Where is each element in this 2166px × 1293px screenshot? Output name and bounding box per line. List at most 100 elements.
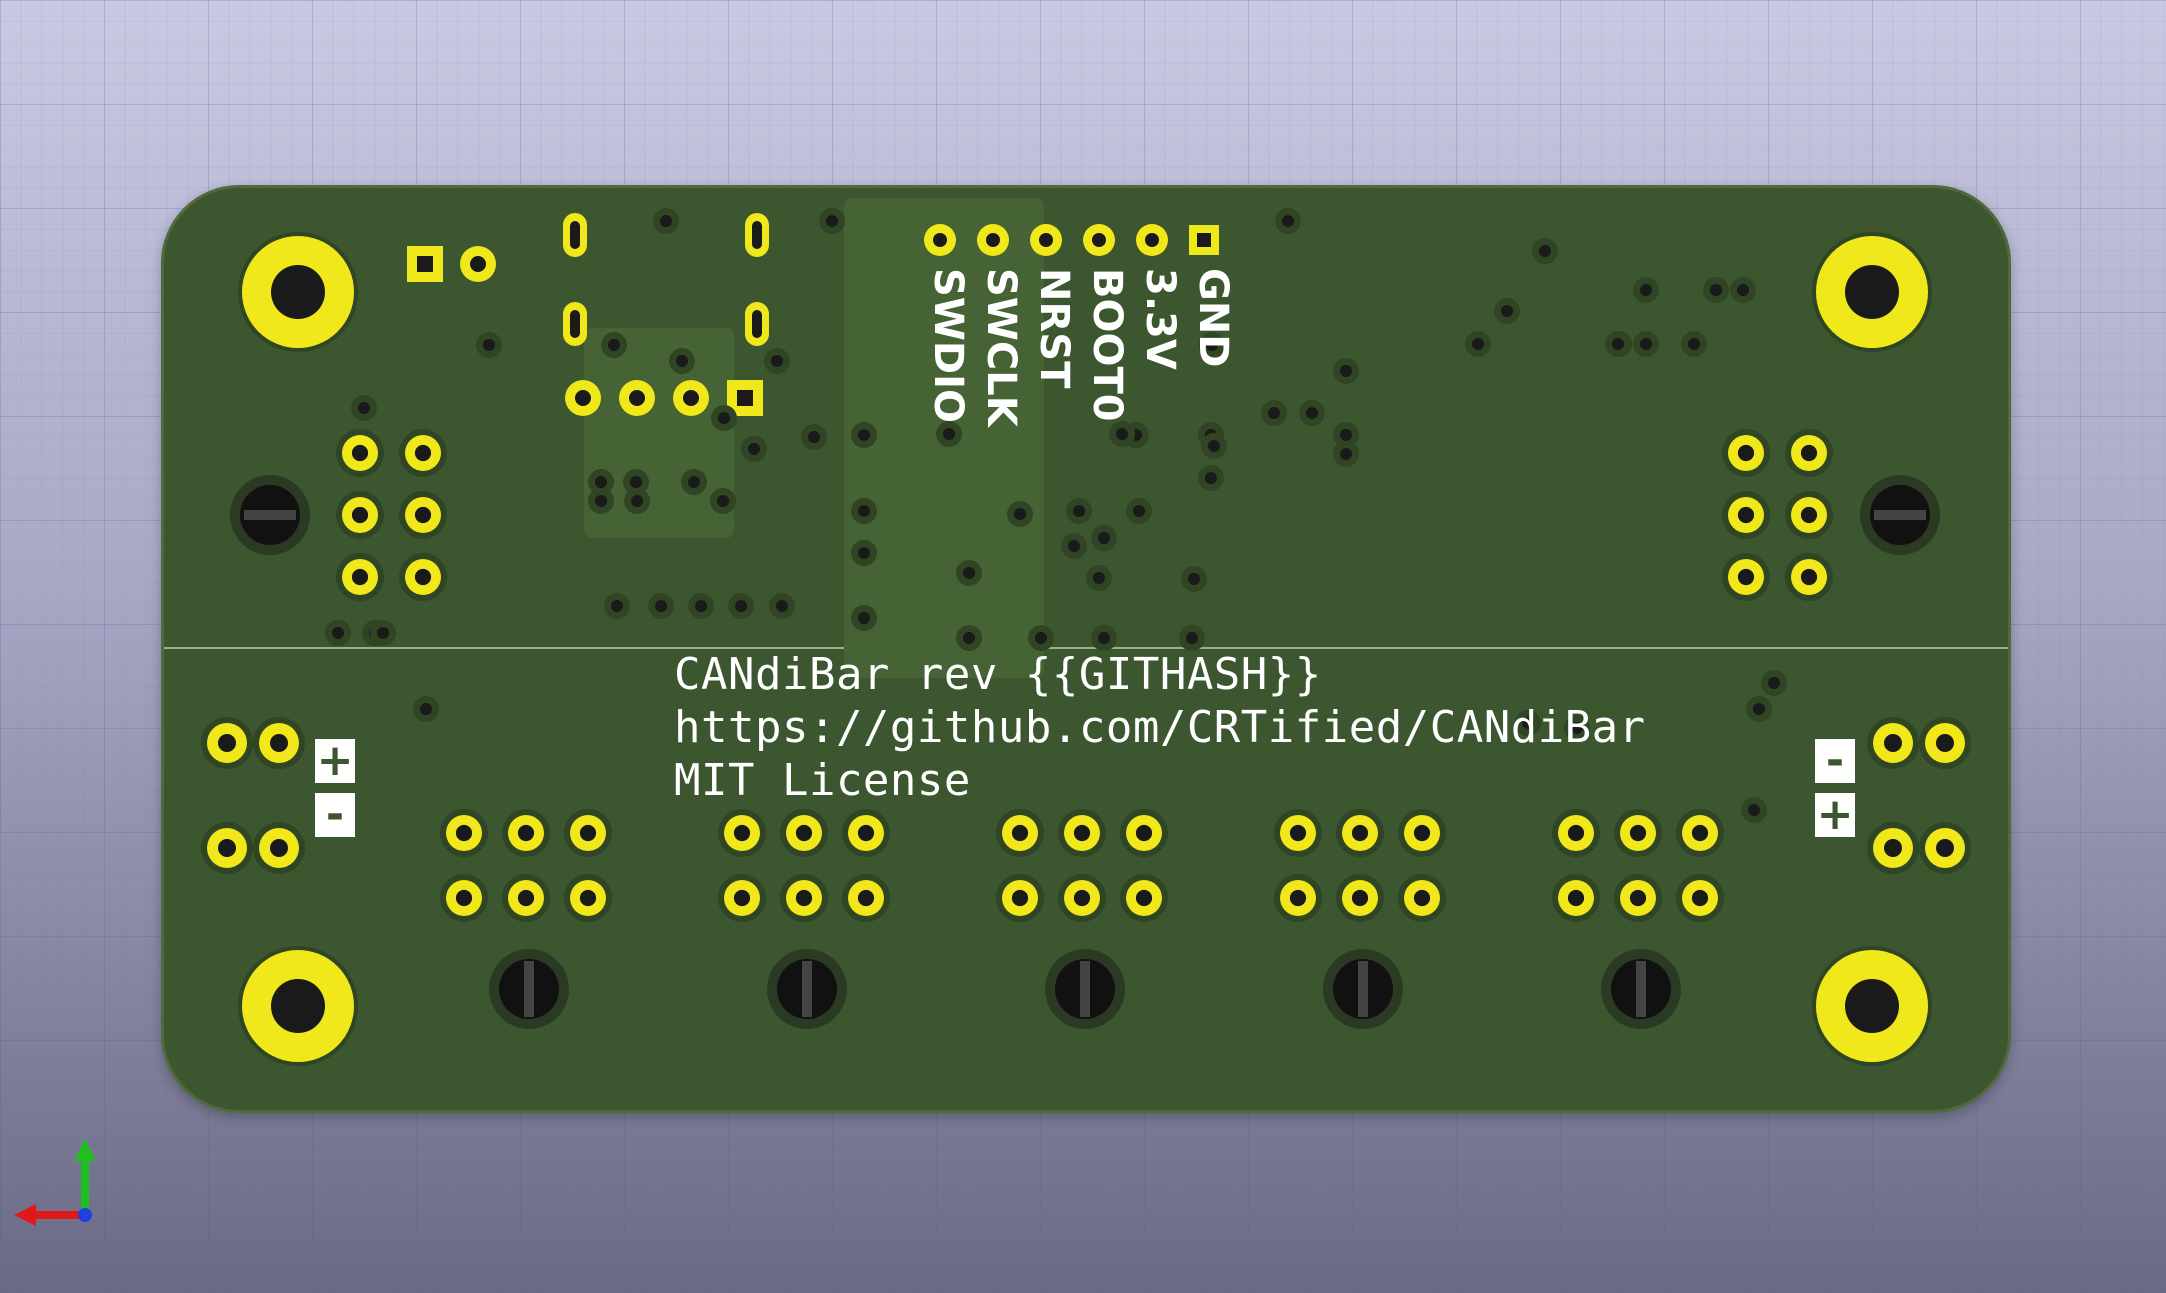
via xyxy=(1091,625,1117,651)
pad xyxy=(440,874,488,922)
polarity-plus-right: + xyxy=(1815,789,1855,840)
connector-post xyxy=(1045,949,1125,1029)
pad xyxy=(1552,874,1600,922)
via xyxy=(1007,501,1033,527)
via xyxy=(1741,797,1767,823)
polarity-minus-right: - xyxy=(1815,739,1855,783)
pad xyxy=(1552,809,1600,857)
pin-label-boot0: BOOT0 xyxy=(1084,268,1130,422)
pad xyxy=(1785,553,1833,601)
via xyxy=(1299,400,1325,426)
via xyxy=(819,208,845,234)
via xyxy=(1333,422,1359,448)
via xyxy=(1091,525,1117,551)
via xyxy=(851,422,877,448)
connector-post xyxy=(767,949,847,1029)
pad xyxy=(1398,874,1446,922)
via xyxy=(1199,332,1225,358)
via xyxy=(1333,441,1359,467)
via xyxy=(1333,358,1359,384)
pad xyxy=(399,553,447,601)
connector-post xyxy=(1323,949,1403,1029)
polarity-minus-left: - xyxy=(315,793,355,837)
via xyxy=(413,696,439,722)
pad xyxy=(780,809,828,857)
jumper-header xyxy=(407,246,496,282)
via xyxy=(710,488,736,514)
pad xyxy=(1120,874,1168,922)
silk-license: MIT License xyxy=(674,755,971,806)
via xyxy=(1198,465,1224,491)
axis-z-icon xyxy=(78,1208,92,1222)
via xyxy=(1633,331,1659,357)
pad xyxy=(780,874,828,922)
board-divider-line xyxy=(164,647,2008,649)
via xyxy=(325,620,351,646)
via xyxy=(648,593,674,619)
via xyxy=(476,332,502,358)
polarity-plus-left: + xyxy=(315,735,355,786)
via xyxy=(669,348,695,374)
pad xyxy=(1722,429,1770,477)
pad xyxy=(996,809,1044,857)
pad xyxy=(1785,429,1833,477)
pad xyxy=(502,874,550,922)
axis-indicator xyxy=(14,1139,96,1226)
via xyxy=(851,605,877,631)
pad xyxy=(201,822,253,874)
via xyxy=(1761,670,1787,696)
via xyxy=(1564,715,1590,741)
debug-header xyxy=(924,224,1219,256)
mounting-hole xyxy=(1812,232,1932,352)
pad xyxy=(996,874,1044,922)
pad xyxy=(564,809,612,857)
pad xyxy=(399,429,447,477)
via xyxy=(1494,298,1520,324)
pad xyxy=(253,822,305,874)
via xyxy=(851,498,877,524)
via xyxy=(1061,533,1087,559)
via xyxy=(711,405,737,431)
pad xyxy=(1722,491,1770,539)
pcb-board[interactable]: GND 3.3V BOOT0 NRST SWCLK SWDIO CANdiBar… xyxy=(161,185,2011,1113)
pad xyxy=(1058,874,1106,922)
pad xyxy=(399,491,447,539)
via xyxy=(604,593,630,619)
pad xyxy=(1274,809,1322,857)
via xyxy=(1126,498,1152,524)
axis-y-icon xyxy=(74,1139,96,1215)
via xyxy=(623,469,649,495)
pin-label-swdio: SWDIO xyxy=(925,268,971,424)
pad xyxy=(1722,553,1770,601)
via xyxy=(1633,277,1659,303)
four-pin-header xyxy=(565,380,763,416)
mounting-hole xyxy=(1812,946,1932,1066)
pad xyxy=(1785,491,1833,539)
via xyxy=(370,620,396,646)
via xyxy=(1275,208,1301,234)
pad xyxy=(1120,809,1168,857)
via xyxy=(588,488,614,514)
pad xyxy=(1867,717,1919,769)
via xyxy=(764,348,790,374)
pad xyxy=(1058,809,1106,857)
via xyxy=(1109,421,1135,447)
pad xyxy=(1867,822,1919,874)
pin-label-swclk: SWCLK xyxy=(978,268,1024,427)
pad xyxy=(1676,874,1724,922)
pad xyxy=(718,874,766,922)
via xyxy=(728,593,754,619)
pad xyxy=(336,553,384,601)
pcb-features xyxy=(201,208,1971,1066)
via xyxy=(1465,331,1491,357)
pad xyxy=(440,809,488,857)
pad xyxy=(502,809,550,857)
mounting-hole xyxy=(238,946,358,1066)
via xyxy=(588,469,614,495)
usb-connector-pads xyxy=(563,213,769,346)
via xyxy=(1532,238,1558,264)
via xyxy=(1515,710,1541,736)
pad xyxy=(1398,809,1446,857)
via xyxy=(1086,565,1112,591)
pad xyxy=(253,717,305,769)
